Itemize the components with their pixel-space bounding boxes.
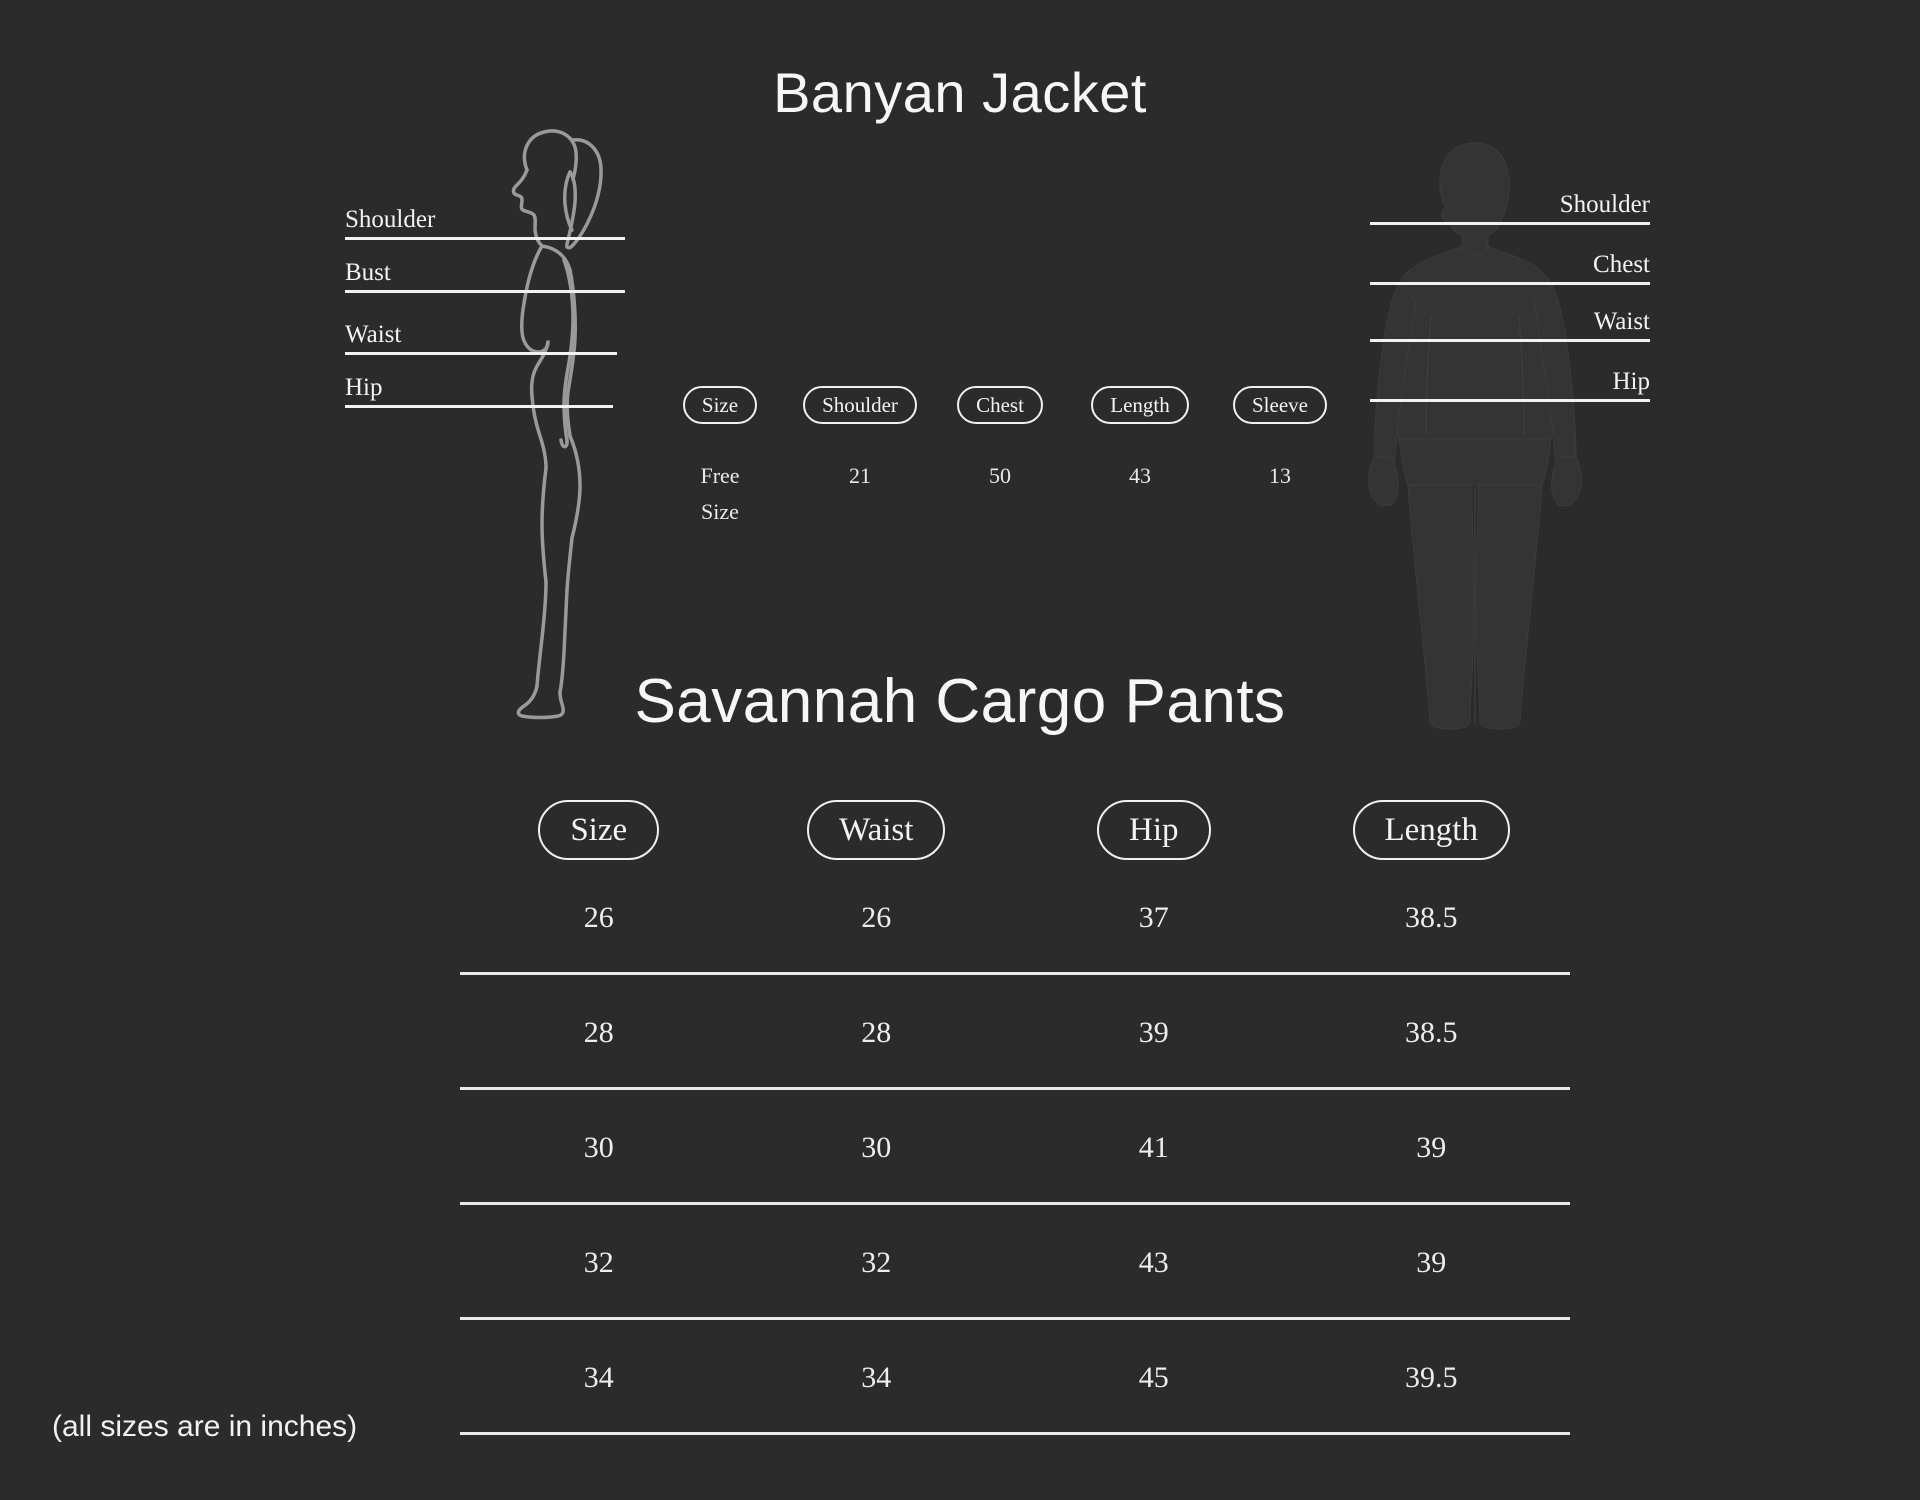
pants-cell-length: 39 bbox=[1416, 1130, 1447, 1164]
pants-cell-hip: 43 bbox=[1138, 1245, 1169, 1279]
pants-cell-size: 34 bbox=[583, 1360, 614, 1394]
measurement-waist-right-line bbox=[1370, 339, 1650, 342]
table-row: 26 26 37 38.5 bbox=[460, 860, 1570, 975]
jacket-title: Banyan Jacket bbox=[773, 61, 1147, 124]
pants-header-pill-hip: Hip bbox=[1097, 800, 1211, 860]
pants-table-header-row: Size Waist Hip Length bbox=[460, 800, 1570, 860]
measurement-chest-right: Chest bbox=[1370, 250, 1650, 285]
pants-cell-size: 28 bbox=[583, 1015, 614, 1049]
table-row: 30 30 41 39 bbox=[460, 1090, 1570, 1205]
measurement-waist-label: Waist bbox=[345, 321, 402, 348]
pants-cell-hip: 39 bbox=[1138, 1015, 1169, 1049]
jacket-table-header-row: Size Shoulder Chest Length Sleeve bbox=[650, 386, 1350, 424]
row-divider bbox=[460, 1202, 1570, 1205]
pants-cell-length: 38.5 bbox=[1405, 900, 1458, 934]
measurement-shoulder: Shoulder bbox=[345, 205, 625, 240]
row-divider bbox=[460, 1432, 1570, 1435]
pants-cell-hip: 41 bbox=[1138, 1130, 1169, 1164]
pants-cell-length: 38.5 bbox=[1405, 1015, 1458, 1049]
table-row: 28 28 39 38.5 bbox=[460, 975, 1570, 1090]
pants-cell-length: 39.5 bbox=[1405, 1360, 1458, 1394]
jacket-header-pill-size: Size bbox=[682, 386, 758, 424]
measurement-hip-right-line bbox=[1370, 399, 1650, 402]
jacket-cell-chest: 50 bbox=[989, 463, 1011, 488]
jacket-cell-sleeve: 13 bbox=[1269, 463, 1291, 488]
pants-cell-waist: 30 bbox=[861, 1130, 892, 1164]
jacket-header-pill-shoulder: Shoulder bbox=[803, 386, 917, 424]
pants-header-cell-hip: Hip bbox=[1015, 800, 1293, 860]
jacket-header-pill-sleeve: Sleeve bbox=[1233, 386, 1327, 424]
pants-cell-hip: 45 bbox=[1138, 1360, 1169, 1394]
pants-cell-size: 30 bbox=[583, 1130, 614, 1164]
measurement-shoulder-label: Shoulder bbox=[345, 206, 436, 233]
jacket-header-pill-chest: Chest bbox=[957, 386, 1043, 424]
jacket-header-cell-size: Size bbox=[650, 386, 790, 424]
row-divider bbox=[460, 1317, 1570, 1320]
table-row: 32 32 43 39 bbox=[460, 1205, 1570, 1320]
pants-header-cell-size: Size bbox=[460, 800, 738, 860]
pants-header-cell-length: Length bbox=[1293, 800, 1571, 860]
jacket-header-cell-length: Length bbox=[1070, 386, 1210, 424]
measurement-hip-line bbox=[345, 405, 613, 408]
pants-size-table: Size Waist Hip Length 26 26 37 38.5 28 2… bbox=[460, 800, 1570, 1435]
measurement-hip-right: Hip bbox=[1370, 367, 1650, 402]
measurement-shoulder-right-line bbox=[1370, 222, 1650, 225]
pants-cell-waist: 32 bbox=[861, 1245, 892, 1279]
measurement-chest-right-label: Chest bbox=[1593, 251, 1650, 278]
pants-header-pill-size: Size bbox=[538, 800, 660, 860]
jacket-header-cell-shoulder: Shoulder bbox=[790, 386, 930, 424]
measurement-waist-right-label: Waist bbox=[1593, 308, 1650, 335]
pants-header-pill-waist: Waist bbox=[807, 800, 946, 860]
row-divider bbox=[460, 972, 1570, 975]
measurement-shoulder-right: Shoulder bbox=[1370, 190, 1650, 225]
measurement-bust-label: Bust bbox=[345, 259, 391, 286]
measurement-shoulder-right-label: Shoulder bbox=[1559, 191, 1650, 218]
pants-cell-waist: 34 bbox=[861, 1360, 892, 1394]
measurement-shoulder-line bbox=[345, 237, 625, 240]
pants-header-pill-length: Length bbox=[1352, 800, 1510, 860]
pants-cell-size: 32 bbox=[583, 1245, 614, 1279]
measurement-hip-label: Hip bbox=[345, 374, 383, 401]
measurement-bust: Bust bbox=[345, 258, 625, 293]
table-row: 34 34 45 39.5 bbox=[460, 1320, 1570, 1435]
measurement-hip: Hip bbox=[345, 373, 625, 408]
jacket-header-pill-length: Length bbox=[1091, 386, 1189, 424]
pants-cell-waist: 28 bbox=[861, 1015, 892, 1049]
units-footnote: (all sizes are in inches) bbox=[52, 1410, 358, 1443]
pants-cell-length: 39 bbox=[1416, 1245, 1447, 1279]
measurement-waist-right: Waist bbox=[1370, 307, 1650, 342]
measurement-hip-right-label: Hip bbox=[1612, 368, 1651, 395]
pants-cell-waist: 26 bbox=[861, 900, 892, 934]
pants-cell-hip: 37 bbox=[1138, 900, 1169, 934]
measurement-waist-line bbox=[345, 352, 617, 355]
measurement-chest-right-line bbox=[1370, 282, 1650, 285]
jacket-cell-length: 43 bbox=[1129, 463, 1151, 488]
row-divider bbox=[460, 1087, 1570, 1090]
jacket-header-cell-sleeve: Sleeve bbox=[1210, 386, 1350, 424]
pants-cell-size: 26 bbox=[583, 900, 614, 934]
jacket-cell-shoulder: 21 bbox=[849, 463, 871, 488]
measurement-bust-line bbox=[345, 290, 625, 293]
left-figure-measurements: Shoulder Bust Waist Hip bbox=[345, 205, 625, 408]
jacket-header-cell-chest: Chest bbox=[930, 386, 1070, 424]
right-figure-measurements: Shoulder Chest Waist Hip bbox=[1370, 190, 1650, 402]
pants-header-cell-waist: Waist bbox=[738, 800, 1016, 860]
measurement-waist: Waist bbox=[345, 320, 625, 355]
pants-title: Savannah Cargo Pants bbox=[634, 667, 1286, 736]
